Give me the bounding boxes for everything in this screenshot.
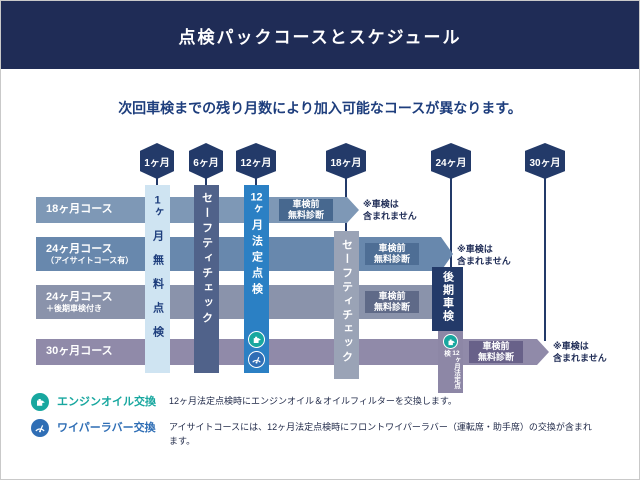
- column-safety-check-1: セーフティチェック: [194, 185, 219, 373]
- oil-icon: [31, 393, 49, 411]
- note-not-included-30month: ※車検は 含まれません: [553, 341, 607, 363]
- course-label-30month: 30ヶ月コース: [46, 345, 113, 358]
- note-not-included-24month: ※車検は 含まれません: [457, 244, 511, 266]
- oil-icon: [248, 331, 265, 348]
- guide-line-12month: [255, 177, 257, 186]
- diagnosis-badge-30month: 車検前 無料診断: [469, 341, 523, 363]
- timeline-badge-18month: 18ヶ月: [326, 143, 366, 179]
- column-label: 12ヶ月法定点検: [442, 350, 460, 389]
- guide-line-24month: [450, 177, 452, 269]
- timeline-badge-1month: 1ヶ月: [140, 143, 174, 179]
- column-label: 1ヶ月無料点検: [151, 195, 164, 350]
- course-label-main: 24ヶ月コース: [46, 290, 113, 303]
- guide-line-1month: [156, 177, 158, 186]
- guide-line-6month: [205, 177, 207, 186]
- course-label-24month-eyesight: 24ヶ月コース （アイサイトコース有）: [46, 243, 133, 266]
- header-banner: 点検パックコースとスケジュール: [1, 1, 639, 69]
- legend-desc-engine-oil: 12ヶ月法定点検時にエンジンオイル＆オイルフィルターを交換します。: [169, 396, 457, 406]
- column-12month-legal-inspection: 12ヶ月法定点検: [244, 185, 269, 373]
- diagnosis-badge-24month-late: 車検前 無料診断: [365, 291, 419, 313]
- wiper-icon: [31, 419, 49, 437]
- diagnosis-badge-18month: 車検前 無料診断: [279, 199, 333, 221]
- wiper-icon: [248, 351, 265, 368]
- timeline-badge-30month: 30ヶ月: [525, 143, 565, 179]
- course-label-main: 30ヶ月コース: [46, 345, 113, 358]
- course-label-24month-late: 24ヶ月コース ＋後期車検付き: [46, 291, 113, 314]
- column-late-inspection: 後期車検: [432, 267, 463, 331]
- legend-label-wiper-rubber: ワイパーラバー交換: [57, 422, 156, 434]
- legend-label-engine-oil: エンジンオイル交換: [57, 396, 156, 408]
- column-12month-legal-inspection-second: 12ヶ月法定点検: [438, 331, 463, 393]
- legend-item-wiper-rubber: ワイパーラバー交換 アイサイトコースには、12ヶ月法定点検時にフロントワイパーラ…: [31, 419, 593, 449]
- legend-desc-wiper-rubber: アイサイトコースには、12ヶ月法定点検時にフロントワイパーラバー（運転席・助手席…: [169, 422, 592, 446]
- course-label-main: 24ヶ月コース: [46, 242, 113, 255]
- timeline-badge-24month: 24ヶ月: [431, 143, 471, 179]
- diagnosis-badge-24month-eyesight: 車検前 無料診断: [365, 243, 419, 265]
- subtitle-text: 次回車検までの残り月数により加入可能なコースが異なります。: [118, 100, 522, 116]
- course-label-sub: （アイサイトコース有）: [46, 255, 134, 265]
- oil-icon: [443, 334, 458, 349]
- legend-item-engine-oil: エンジンオイル交換 12ヶ月法定点検時にエンジンオイル＆オイルフィルターを交換し…: [31, 393, 599, 411]
- note-not-included-18month: ※車検は 含まれません: [363, 199, 417, 221]
- column-label: 後期車検: [441, 271, 454, 323]
- course-row-30month: 30ヶ月コース: [36, 339, 549, 365]
- course-label-sub: ＋後期車検付き: [46, 303, 102, 313]
- column-1month-free-inspection: 1ヶ月無料点検: [145, 185, 170, 373]
- course-label-18month: 18ヶ月コース: [46, 203, 113, 216]
- guide-line-30month: [544, 177, 546, 341]
- column-label: セーフティチェック: [340, 239, 353, 365]
- timeline-badge-12month: 12ヶ月: [236, 143, 276, 179]
- course-label-main: 18ヶ月コース: [46, 203, 113, 216]
- column-label: セーフティチェック: [200, 192, 213, 327]
- page-title: 点検パックコースとスケジュール: [178, 27, 462, 47]
- column-label: 12ヶ月法定点検: [250, 192, 263, 299]
- column-safety-check-2: セーフティチェック: [334, 231, 359, 379]
- timeline-badge-6month: 6ヶ月: [189, 143, 223, 179]
- column-icon-group: [248, 331, 265, 368]
